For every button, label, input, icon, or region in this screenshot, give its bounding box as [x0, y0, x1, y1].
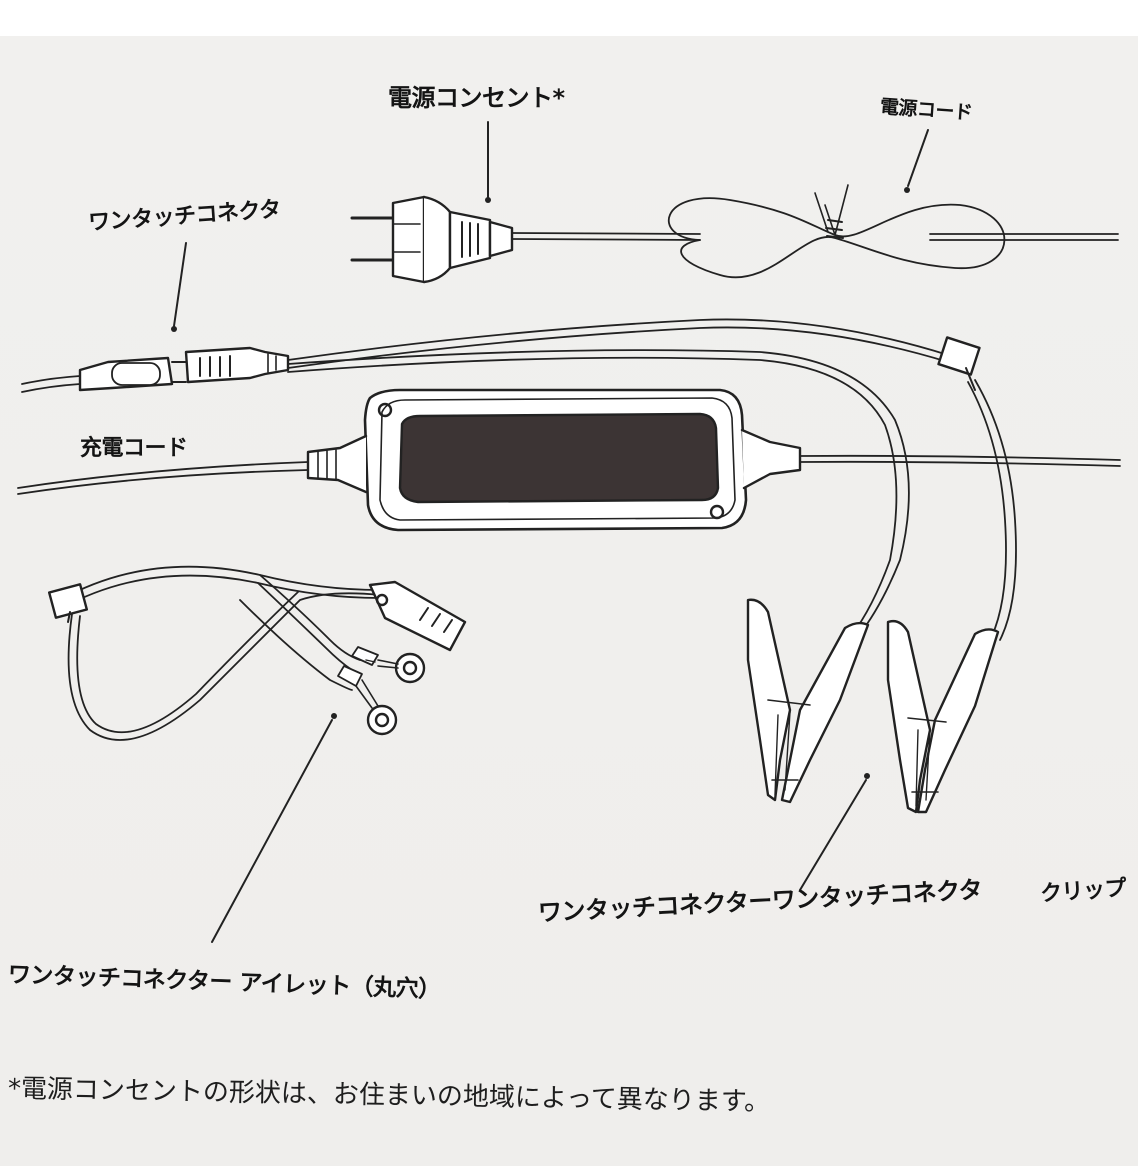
inline-fuse-holder	[937, 336, 1017, 641]
power-cord	[511, 232, 1119, 241]
charge-cord-label: 充電コード	[80, 436, 188, 461]
charge-cord-line	[17, 454, 1121, 495]
power-plug	[350, 195, 514, 284]
one-touch-connector	[21, 346, 290, 393]
leader-lines	[171, 121, 929, 943]
battery-clip-left	[746, 598, 870, 804]
battery-clip-right	[886, 619, 1000, 814]
connector-cords	[287, 318, 949, 641]
coiled-power-cord	[667, 184, 1006, 279]
clip-label: クリップ	[1039, 876, 1127, 907]
eyelet-lead	[47, 565, 467, 741]
power-outlet-label: 電源コンセント*	[388, 84, 565, 112]
charger-unit	[306, 388, 802, 532]
